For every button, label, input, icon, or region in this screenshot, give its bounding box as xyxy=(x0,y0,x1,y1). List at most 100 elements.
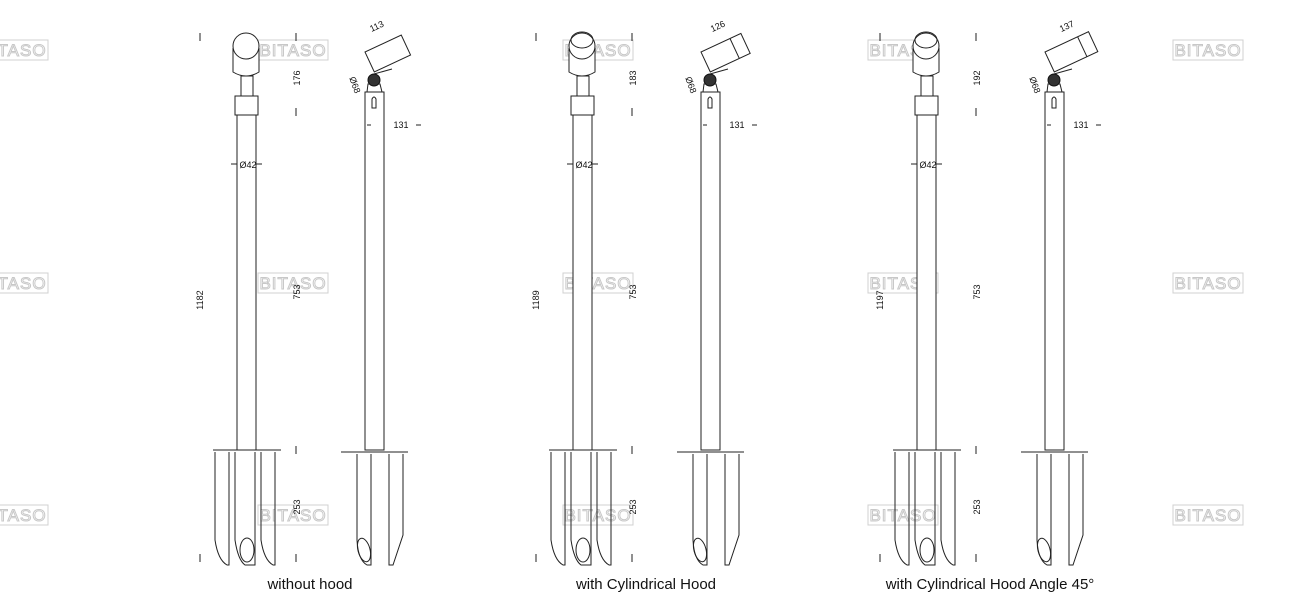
spike-fin xyxy=(260,452,276,566)
spike-hole xyxy=(575,537,591,563)
front-view: Ø42 176 753 253 1182 xyxy=(195,32,302,566)
total-height-label: 1182 xyxy=(195,290,205,309)
spike-hole xyxy=(356,537,372,563)
pole xyxy=(1044,91,1065,451)
watermark-text: BITASO xyxy=(1174,506,1241,525)
watermark-logo: BITASO xyxy=(1172,39,1244,61)
pole-slot xyxy=(1051,96,1057,109)
lamp-head xyxy=(700,32,751,73)
watermark-logo: BITASO xyxy=(257,272,329,294)
watermark-text: BITASO xyxy=(869,506,936,525)
watermark-frame xyxy=(1172,504,1244,526)
watermark-frame xyxy=(562,39,634,61)
watermark-text: BITASO xyxy=(1174,41,1241,60)
watermark-logo: BITASO xyxy=(257,39,329,61)
watermark-logo: BITASO xyxy=(562,504,634,526)
lamp-face xyxy=(232,32,260,60)
pole-diameter-label: Ø42 xyxy=(919,160,936,170)
watermark-frame xyxy=(257,504,329,526)
watermark-text: BITASO xyxy=(0,41,47,60)
watermark-logo: BITASO xyxy=(1172,504,1244,526)
spike-length-label: 253 xyxy=(972,499,982,514)
ball-diameter-label: Ø68 xyxy=(347,75,362,94)
watermark-logo: BITASO xyxy=(0,39,49,61)
lamp-face xyxy=(568,32,596,60)
total-height-label: 1189 xyxy=(531,290,541,309)
side-view: Ø68 131 113 xyxy=(341,19,421,566)
watermark-frame xyxy=(0,39,49,61)
lamp-face xyxy=(912,32,940,60)
spike-fin xyxy=(940,452,956,566)
hood-seam xyxy=(1077,36,1088,57)
pole-length-label: 753 xyxy=(292,284,302,299)
spike-fin xyxy=(914,452,936,566)
spike-fin xyxy=(596,452,612,566)
caption: without hood xyxy=(266,576,352,593)
watermark-logo: BITASO xyxy=(257,504,329,526)
bracket-arm xyxy=(709,68,729,75)
watermark-frame xyxy=(1172,39,1244,61)
pole-length-label: 753 xyxy=(628,284,638,299)
offset-label: 131 xyxy=(729,120,744,130)
pole xyxy=(364,91,385,451)
head-height-label: 183 xyxy=(628,70,638,85)
spike-fin xyxy=(550,452,566,566)
hood-rim xyxy=(570,31,594,49)
swivel-joint xyxy=(920,75,934,97)
side-view: Ø68 131 126 xyxy=(677,19,757,566)
ball-diameter-label: Ø68 xyxy=(683,75,698,94)
pole-collar xyxy=(234,95,259,116)
pole-slot xyxy=(707,96,713,109)
spike-hole xyxy=(1036,537,1052,563)
watermark-logo: BITASO xyxy=(1172,272,1244,294)
watermark-frame xyxy=(562,272,634,294)
watermark-frame xyxy=(562,504,634,526)
spike-fin xyxy=(724,454,740,566)
watermark-text: BITASO xyxy=(259,41,326,60)
spike-fin xyxy=(214,452,230,566)
spike-hole xyxy=(692,537,708,563)
spike-fin xyxy=(570,452,592,566)
lamp-head xyxy=(364,34,412,73)
spike-hole xyxy=(919,537,935,563)
spike-fin xyxy=(1068,454,1084,566)
head-height-label: 192 xyxy=(972,70,982,85)
head-length-label: 113 xyxy=(368,19,385,34)
caption: with Cylindrical Hood xyxy=(575,576,716,593)
lamp-head xyxy=(1044,31,1099,73)
variant-1: Ø42 176 753 253 1182 Ø68 131 113 without hood xyxy=(195,19,421,593)
pole-slot xyxy=(371,96,377,109)
bracket-arm xyxy=(1053,68,1073,75)
pole-length-label: 753 xyxy=(972,284,982,299)
watermark-logo: BITASO xyxy=(0,504,49,526)
spike-fin xyxy=(234,452,256,566)
swivel-joint xyxy=(576,75,590,97)
watermark-frame xyxy=(0,504,49,526)
pole xyxy=(700,91,721,451)
spike-fin xyxy=(356,454,372,566)
spike-fin xyxy=(894,452,910,566)
spike-fin xyxy=(388,454,404,566)
pole-collar xyxy=(570,95,595,116)
offset-label: 131 xyxy=(393,120,408,130)
ball-joint xyxy=(367,73,381,87)
head-length-label: 126 xyxy=(709,19,727,34)
ball-diameter-label: Ø68 xyxy=(1027,75,1042,94)
spike-length-label: 253 xyxy=(628,499,638,514)
bracket-arm xyxy=(373,68,393,75)
watermark-logo: BITASO xyxy=(0,272,49,294)
spike-fin xyxy=(692,454,708,566)
caption: with Cylindrical Hood Angle 45° xyxy=(885,576,1095,593)
pole-diameter-label: Ø42 xyxy=(239,160,256,170)
watermark-frame xyxy=(1172,272,1244,294)
watermark-frame xyxy=(257,272,329,294)
watermark-text: BITASO xyxy=(259,274,326,293)
spike-length-label: 253 xyxy=(292,499,302,514)
head-height-label: 176 xyxy=(292,70,302,85)
